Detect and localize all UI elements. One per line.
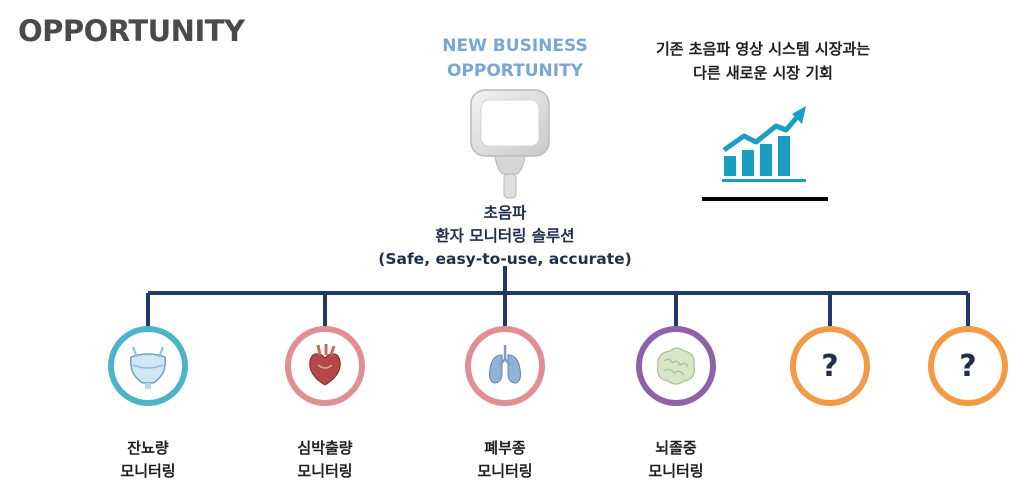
core-line2: 환자 모니터링 솔루션 [435,227,575,245]
new-business-line1: NEW BUSINESS [442,36,588,56]
question-icon: ? [821,348,839,384]
heart-icon [309,344,341,386]
core-line3: (Safe, easy-to-use, accurate) [378,250,632,268]
market-line1: 기존 초음파 영상 시스템 시장과는 [655,40,871,58]
ultrasound-patch-icon [470,89,550,199]
brain-label-line2: 모니터링 [648,462,704,480]
market-opportunity-text: 기존 초음파 영상 시스템 시장과는 다른 새로운 시장 기회 [618,37,908,85]
core-line1: 초음파 [483,204,527,222]
heart-monitoring-node [285,326,365,406]
bladder-label-line1: 잔뇨량 [127,439,169,457]
bladder-label-line2: 모니터링 [120,462,176,480]
lungs-label-line1: 폐부종 [484,439,526,457]
unknown-application-node-1: ? [790,326,870,406]
heart-label-line2: 모니터링 [297,462,353,480]
page-title: OPPORTUNITY [18,14,245,48]
brain-monitoring-node [636,326,716,406]
growth-chart-icon [702,106,828,201]
core-solution-text: 초음파 환자 모니터링 솔루션 (Safe, easy-to-use, accu… [330,202,680,271]
bladder-monitoring-node [108,326,188,406]
lungs-monitoring-node [465,326,545,406]
new-business-line2: OPPORTUNITY [446,61,583,81]
unknown-application-node-2: ? [928,326,1008,406]
lungs-label: 폐부종 모니터링 [435,437,575,483]
brain-label: 뇌졸중 모니터링 [606,437,746,483]
market-line2: 다른 새로운 시장 기회 [693,64,833,82]
bladder-icon [130,346,166,389]
brain-icon [657,347,695,385]
question-icon: ? [959,348,977,384]
lungs-icon [489,345,521,384]
brain-label-line1: 뇌졸중 [655,439,697,457]
lungs-label-line2: 모니터링 [477,462,533,480]
new-business-heading: NEW BUSINESS OPPORTUNITY [410,34,620,84]
heart-label: 심박출량 모니터링 [255,437,395,483]
heart-label-line1: 심박출량 [297,439,353,457]
bladder-label: 잔뇨량 모니터링 [78,437,218,483]
